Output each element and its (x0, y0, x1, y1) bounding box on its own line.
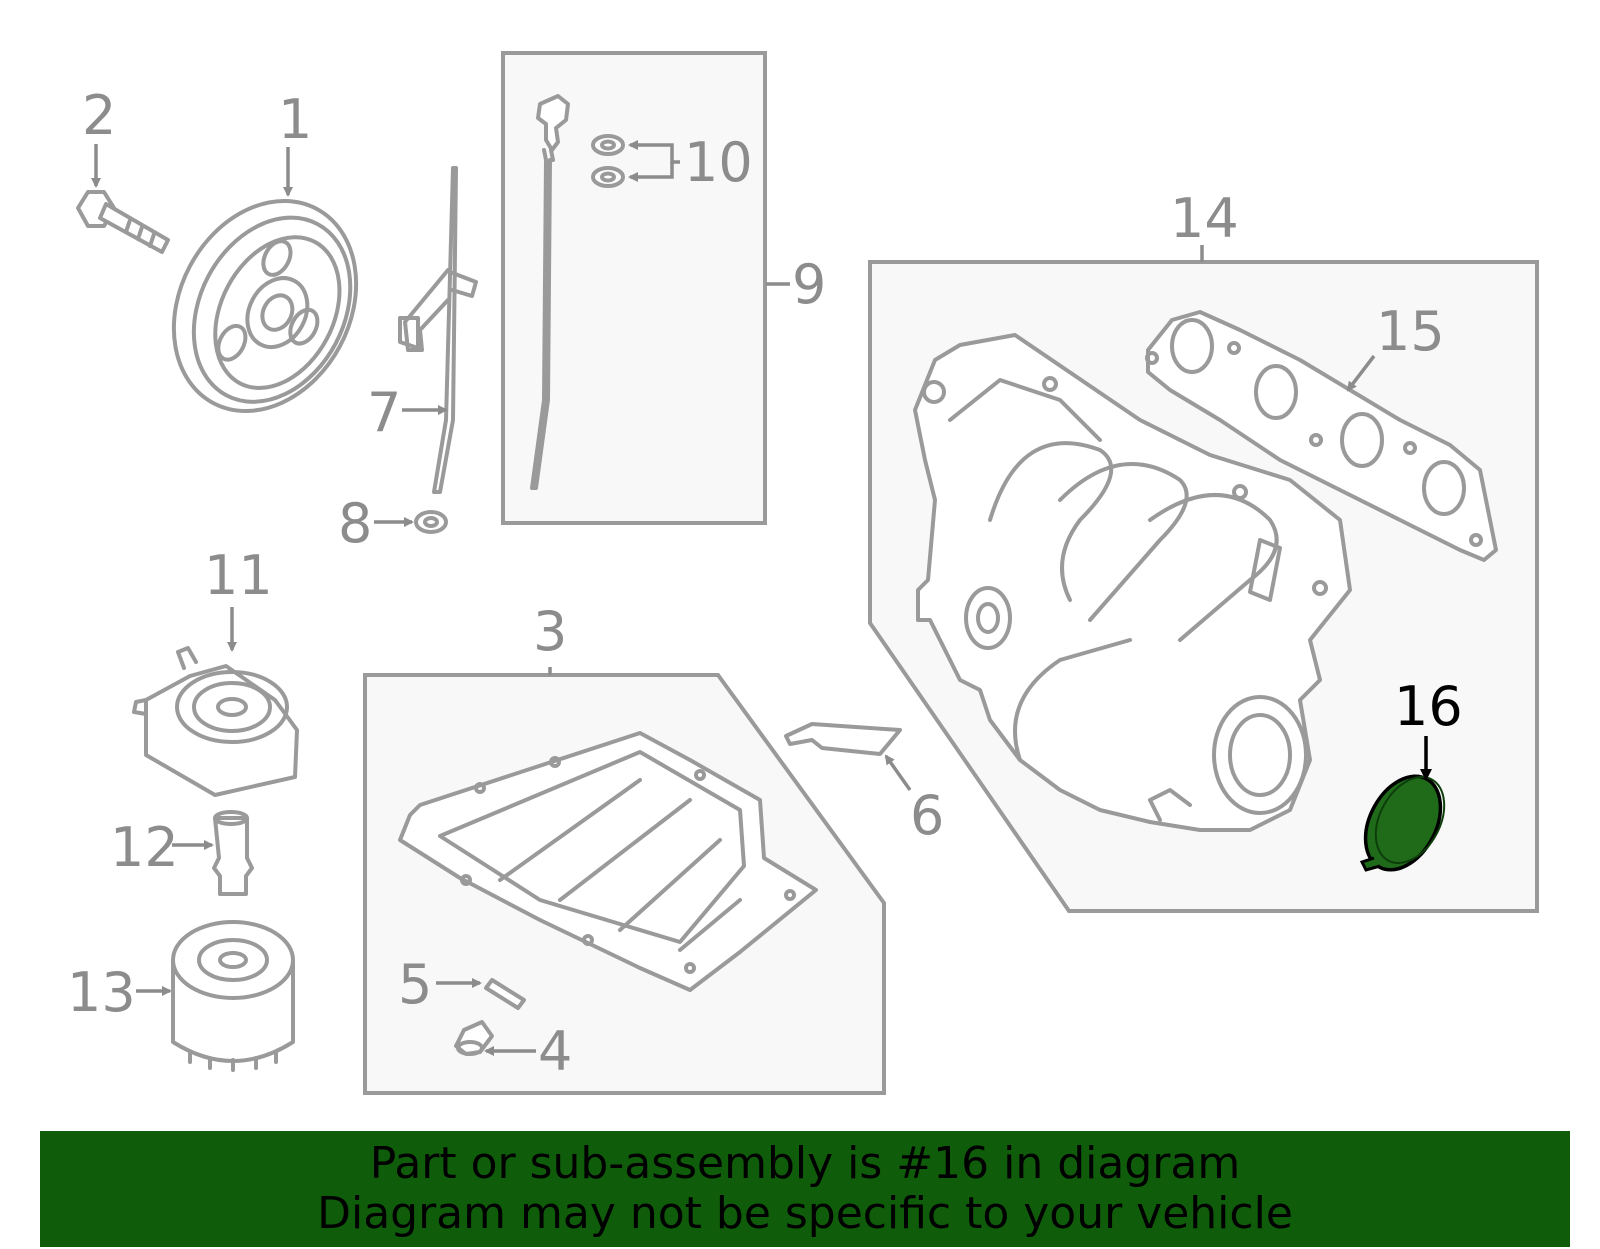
banner-line-1: Part or sub-assembly is #16 in diagram (369, 1138, 1241, 1189)
gasket-part-15[interactable] (1145, 310, 1498, 562)
dipstick-tube-part-7[interactable] (398, 166, 478, 494)
callout-4: 4 (538, 1020, 572, 1083)
fitting-part-12[interactable] (212, 810, 254, 896)
callout-13: 13 (67, 961, 136, 1024)
oil-pan-part-3[interactable] (398, 731, 818, 992)
drain-plug-part-4[interactable] (454, 1020, 494, 1056)
callout-1: 1 (278, 88, 312, 151)
stud-part-5[interactable] (484, 978, 526, 1010)
callout-11: 11 (204, 544, 273, 607)
o-ring-part-8[interactable] (414, 510, 448, 534)
leader-lines (91, 140, 1432, 1056)
oil-filter-part-13[interactable] (171, 920, 295, 1072)
o-rings-part-10[interactable] (591, 134, 625, 188)
callout-5: 5 (398, 953, 432, 1016)
bolt-part-2[interactable] (76, 190, 170, 254)
banner-line-2: Diagram may not be specific to your vehi… (317, 1188, 1293, 1239)
callout-10: 10 (684, 131, 753, 194)
callout-3: 3 (533, 600, 567, 663)
callout-14: 14 (1170, 187, 1239, 250)
intake-manifold-part-14[interactable] (913, 333, 1352, 832)
callout-6: 6 (910, 784, 944, 847)
pulley-part-1[interactable] (138, 169, 391, 443)
callout-7: 7 (367, 381, 401, 444)
callout-16: 16 (1394, 675, 1463, 738)
oil-cooler-part-11[interactable] (132, 646, 299, 797)
dipstick-part-9[interactable] (530, 94, 570, 490)
callout-9: 9 (792, 253, 826, 316)
callout-15: 15 (1376, 300, 1445, 363)
callout-12: 12 (110, 816, 179, 879)
bracket-part-6[interactable] (784, 722, 902, 756)
callout-2: 2 (82, 84, 116, 147)
info-banner: Part or sub-assembly is #16 in diagram D… (40, 1131, 1570, 1247)
callout-8: 8 (338, 492, 372, 555)
